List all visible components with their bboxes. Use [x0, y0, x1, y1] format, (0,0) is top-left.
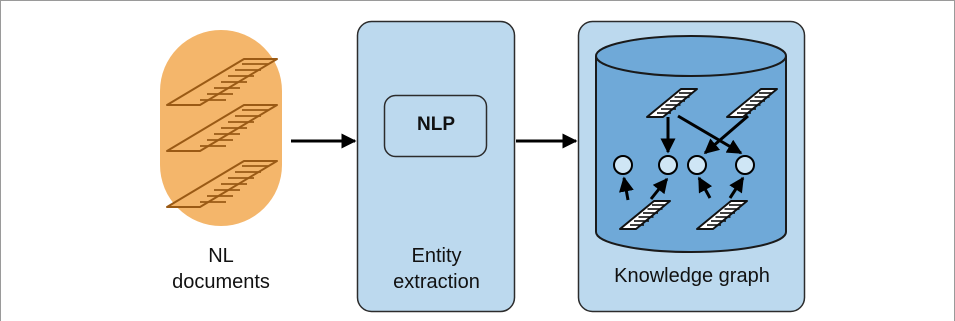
entity-extraction-line2: extraction — [393, 271, 480, 293]
nlp-label: NLP — [417, 114, 455, 135]
graph-edges — [619, 114, 749, 201]
graph-node-icon — [735, 155, 755, 175]
document-stack-icon — [160, 30, 282, 226]
entity-extraction-label: Entity extraction — [358, 243, 515, 295]
graph-nodes — [613, 155, 755, 175]
nl-documents-line2: documents — [172, 271, 270, 293]
graph-node-icon — [687, 155, 707, 175]
graph-node-icon — [613, 155, 633, 175]
entity-extraction-box — [356, 20, 516, 313]
graph-node-icon — [658, 155, 678, 175]
nl-documents-label: NL documents — [161, 243, 281, 295]
nlp-box — [383, 94, 488, 158]
database-cylinder-icon — [595, 35, 787, 253]
entity-extraction-line1: Entity — [411, 245, 462, 267]
knowledge-graph-label: Knowledge graph — [614, 265, 770, 287]
nl-documents-line1: NL — [208, 245, 234, 267]
